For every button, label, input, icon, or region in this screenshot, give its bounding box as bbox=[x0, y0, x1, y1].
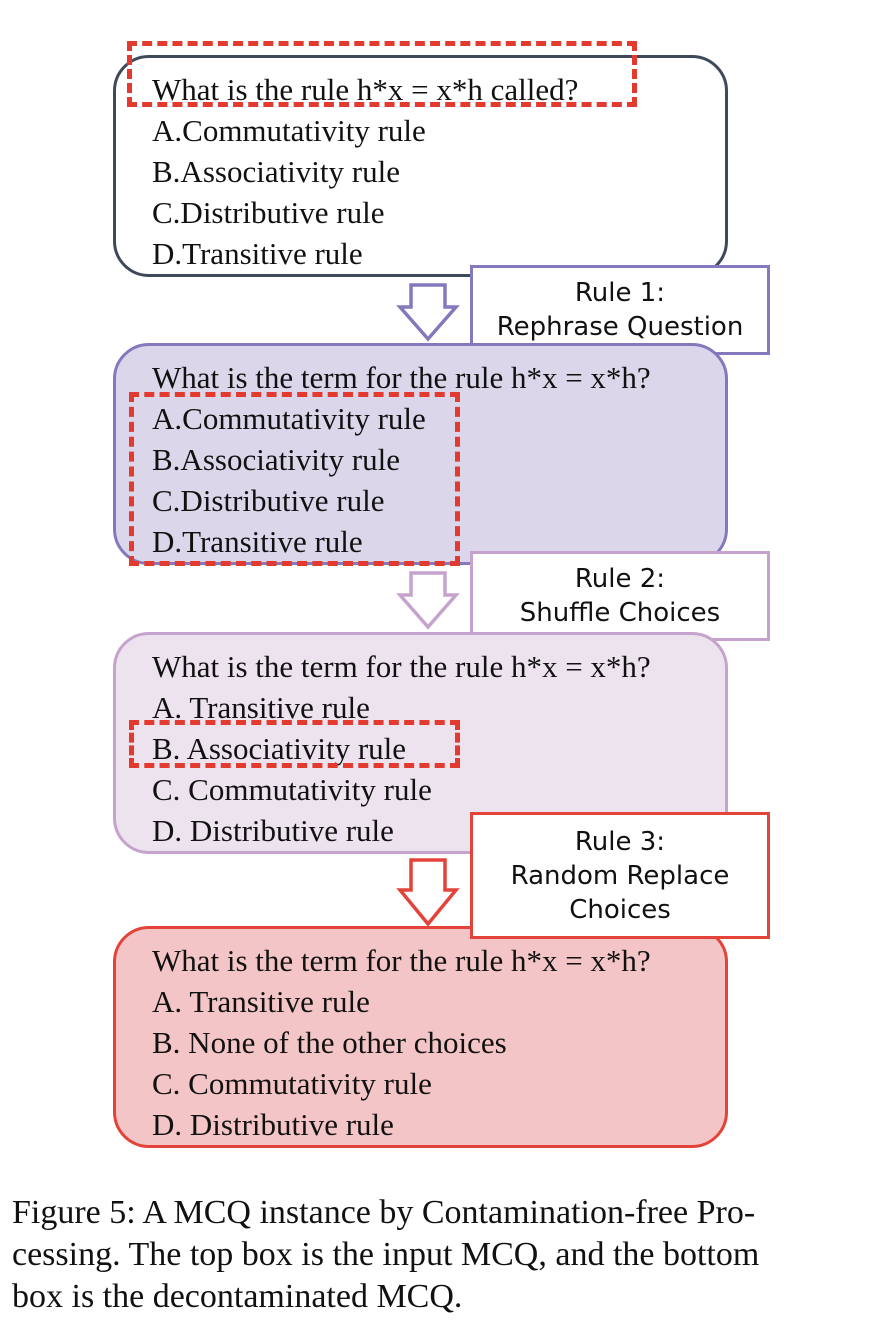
choice-a: A.Commutativity rule bbox=[152, 113, 426, 148]
rule-3-box: Rule 3: Random Replace Choices bbox=[470, 812, 770, 939]
choice-d: D. Distributive rule bbox=[152, 1107, 394, 1142]
mcq-box-rephrased: What is the term for the rule h*x = x*h?… bbox=[113, 343, 728, 565]
rule-2-text: Shuffle Choices bbox=[519, 598, 721, 628]
caption-line-2: cessing. The top box is the input MCQ, a… bbox=[12, 1236, 760, 1273]
choice-a: A.Commutativity rule bbox=[152, 401, 426, 436]
choice-b: B.Associativity rule bbox=[152, 442, 400, 477]
choice-d: D.Transitive rule bbox=[152, 524, 363, 559]
choice-b: B. None of the other choices bbox=[152, 1025, 507, 1060]
choice-a: A. Transitive rule bbox=[152, 984, 370, 1019]
choice-d: D. Distributive rule bbox=[152, 813, 394, 848]
rule-1-box: Rule 1: Rephrase Question bbox=[470, 265, 770, 355]
figure-caption: Figure 5: A MCQ instance by Contaminatio… bbox=[12, 1192, 868, 1318]
rule-1-title: Rule 1: bbox=[574, 278, 666, 308]
rule-3-text-line-1: Random Replace bbox=[510, 860, 730, 891]
down-arrow-1 bbox=[396, 283, 460, 342]
question-text: What is the term for the rule h*x = x*h? bbox=[152, 943, 651, 978]
rule-2-box: Rule 2: Shuffle Choices bbox=[470, 551, 770, 641]
choice-c: C. Commutativity rule bbox=[152, 1066, 432, 1101]
down-arrow-2 bbox=[396, 571, 460, 630]
choice-a: A. Transitive rule bbox=[152, 690, 370, 725]
highlight-choices bbox=[129, 392, 460, 566]
choice-d: D.Transitive rule bbox=[152, 236, 363, 271]
caption-line-1: Figure 5: A MCQ instance by Contaminatio… bbox=[12, 1194, 756, 1231]
highlight-choice-b bbox=[129, 720, 460, 768]
rule-3-text-line-2: Choices bbox=[569, 894, 671, 925]
caption-line-3: box is the decontaminated MCQ. bbox=[12, 1278, 463, 1315]
mcq-box-output: What is the term for the rule h*x = x*h?… bbox=[113, 926, 728, 1148]
choice-b: B. Associativity rule bbox=[152, 731, 407, 766]
choice-c: C.Distributive rule bbox=[152, 483, 385, 518]
choice-c: C. Commutativity rule bbox=[152, 772, 432, 807]
highlight-question bbox=[127, 41, 637, 107]
choice-b: B.Associativity rule bbox=[152, 154, 400, 189]
rule-3-title: Rule 3: bbox=[574, 826, 666, 857]
question-text: What is the term for the rule h*x = x*h? bbox=[152, 360, 651, 395]
rule-1-text: Rephrase Question bbox=[496, 312, 744, 342]
mcq-box-input: What is the rule h*x = x*h called? A.Com… bbox=[113, 55, 728, 277]
rule-2-title: Rule 2: bbox=[574, 564, 666, 594]
mcq-box-shuffled: What is the term for the rule h*x = x*h?… bbox=[113, 632, 728, 854]
question-text: What is the rule h*x = x*h called? bbox=[152, 72, 579, 107]
down-arrow-3 bbox=[396, 858, 460, 927]
question-text: What is the term for the rule h*x = x*h? bbox=[152, 649, 651, 684]
choice-c: C.Distributive rule bbox=[152, 195, 385, 230]
